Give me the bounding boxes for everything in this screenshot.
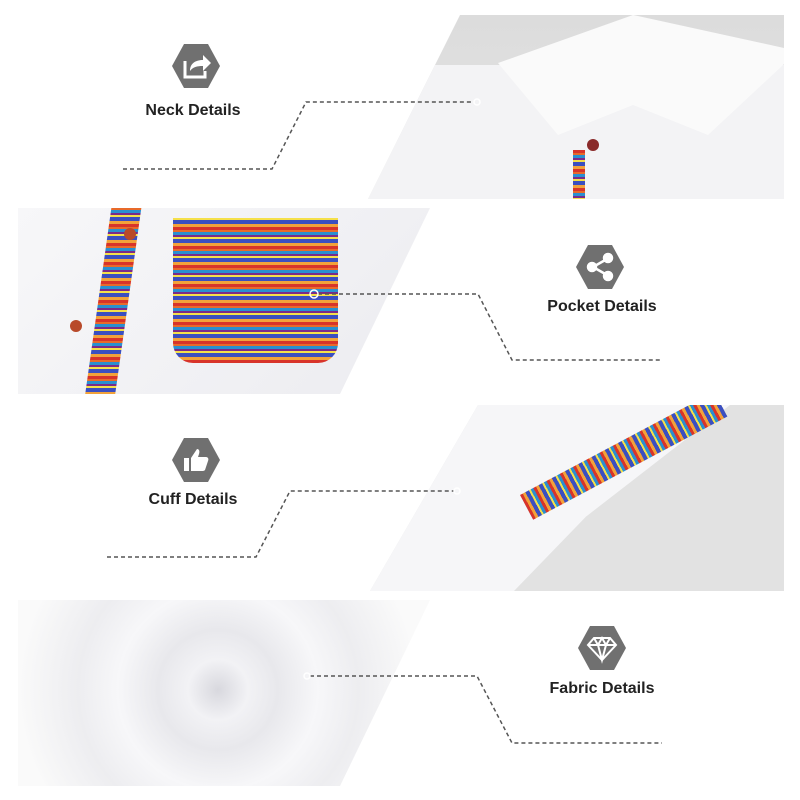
pocket-photo xyxy=(18,208,430,394)
neck-connector xyxy=(123,101,474,170)
thumbs-up-icon xyxy=(171,435,221,485)
neck-photo xyxy=(368,15,784,199)
diamond-icon xyxy=(577,623,627,673)
placket-stripes xyxy=(573,150,585,199)
pocket-connector xyxy=(318,293,662,361)
pocket-details-label: Pocket Details xyxy=(547,298,657,315)
button xyxy=(124,228,136,240)
fabric-connector xyxy=(310,675,662,744)
neck-details-label: Neck Details xyxy=(145,102,241,119)
button xyxy=(587,139,599,151)
share-arrow-icon xyxy=(171,41,221,91)
share-nodes-icon xyxy=(575,242,625,292)
button xyxy=(70,320,82,332)
cuff-details-label: Cuff Details xyxy=(148,491,238,508)
pocket xyxy=(173,218,338,363)
fabric-details-label: Fabric Details xyxy=(549,680,655,697)
